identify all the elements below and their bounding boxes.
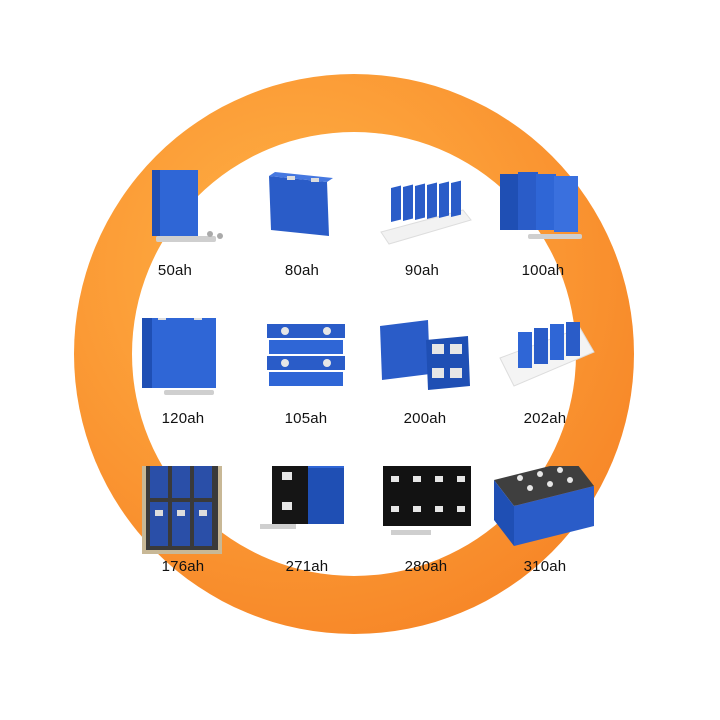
single-tall-cell-icon <box>152 170 223 242</box>
product-tile-50ah: 50ah <box>120 170 230 310</box>
product-label: 310ah <box>523 558 567 575</box>
cells-in-foam-tray-icon <box>499 322 595 387</box>
stacked-flat-cells-icon <box>267 324 345 386</box>
product-tile-310ah: 310ah <box>490 466 600 606</box>
product-label: 176ah <box>161 558 205 575</box>
product-label: 100ah <box>521 262 565 279</box>
single-wide-cell-icon <box>269 172 333 236</box>
single-tall-cell-icon <box>142 318 216 395</box>
product-label: 280ah <box>404 558 448 575</box>
product-label: 120ah <box>161 410 205 427</box>
cell-row-in-tray-icon <box>380 180 472 245</box>
stacked-tall-cells-icon <box>500 172 582 239</box>
product-label: 50ah <box>157 262 193 279</box>
product-tile-90ah: 90ah <box>367 170 477 310</box>
product-tile-200ah: 200ah <box>370 318 480 458</box>
product-tile-100ah: 100ah <box>488 170 598 310</box>
product-label: 271ah <box>285 558 329 575</box>
prismatic-cell-pair-icon <box>380 320 470 390</box>
product-tile-105ah: 105ah <box>251 318 361 458</box>
product-tile-271ah: 271ah <box>252 466 362 606</box>
product-tile-280ah: 280ah <box>371 466 481 606</box>
black-top-cell-four-icon <box>383 466 471 535</box>
blue-cell-four-angled-icon <box>494 466 594 546</box>
product-tile-176ah: 176ah <box>128 466 238 606</box>
product-label: 80ah <box>284 262 320 279</box>
product-label: 200ah <box>403 410 447 427</box>
black-top-cell-pair-icon <box>260 466 344 529</box>
product-label: 105ah <box>284 410 328 427</box>
cells-in-box-icon <box>142 466 222 554</box>
product-tile-120ah: 120ah <box>128 318 238 458</box>
product-label: 202ah <box>523 410 567 427</box>
product-tile-80ah: 80ah <box>247 170 357 310</box>
product-tile-202ah: 202ah <box>490 318 600 458</box>
product-label: 90ah <box>404 262 440 279</box>
